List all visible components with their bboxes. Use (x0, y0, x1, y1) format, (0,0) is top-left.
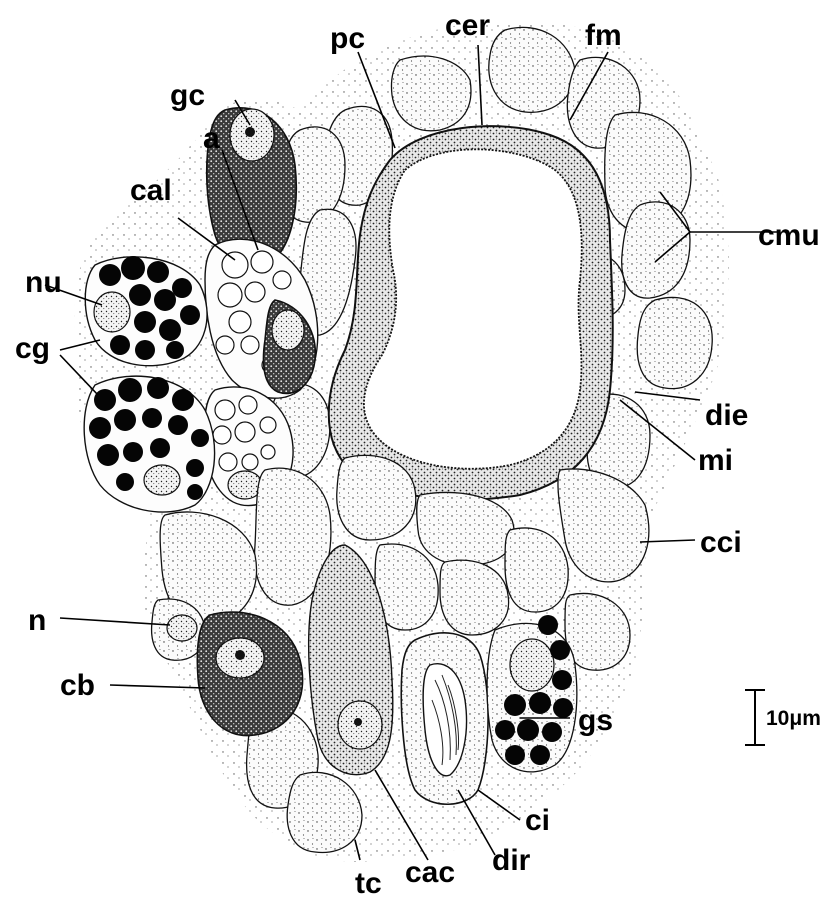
label-cb: cb (60, 669, 95, 702)
label-cac: cac (405, 856, 455, 889)
label-fm: fm (585, 19, 622, 52)
label-cer: cer (445, 9, 490, 42)
label-dir: dir (492, 844, 531, 877)
scale-bar-label: 10μm (766, 707, 821, 730)
nu-nucleus (94, 292, 130, 332)
label-mi: mi (698, 444, 733, 477)
label-ci: ci (525, 804, 550, 837)
label-gs: gs (578, 704, 613, 737)
label-tc: tc (355, 867, 382, 900)
label-pc: pc (330, 22, 365, 55)
scale-bar: 10μm (745, 690, 821, 745)
label-nu: nu (25, 266, 62, 299)
label-n: n (28, 604, 46, 637)
label-cal: cal (130, 174, 172, 207)
gut-lumen (364, 149, 582, 468)
label-die: die (705, 399, 748, 432)
label-cmu: cmu (758, 219, 820, 252)
label-cci: cci (700, 526, 742, 559)
label-gc: gc (170, 79, 205, 112)
n-nucleus (167, 615, 197, 641)
label-a: a (203, 122, 220, 155)
label-cg: cg (15, 332, 50, 365)
